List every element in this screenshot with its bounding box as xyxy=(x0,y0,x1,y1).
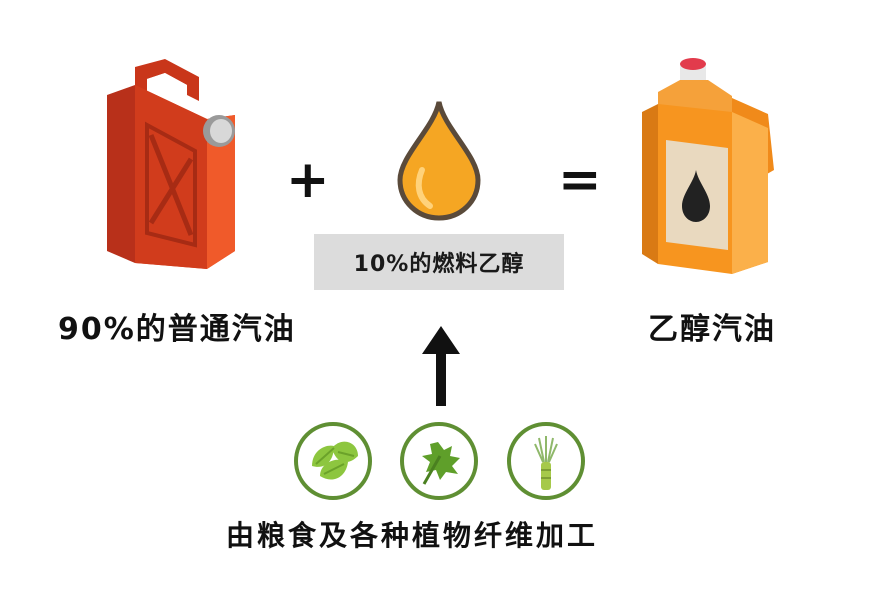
ethanol-gasoline-bottle-icon xyxy=(642,58,774,274)
gasoline-label: 90%的普通汽油 xyxy=(58,312,296,347)
grass-stalk-circle xyxy=(507,422,585,500)
equals-sign: = xyxy=(558,150,602,210)
parsley-leaf-icon xyxy=(422,442,460,485)
source-label: 由粮食及各种植物纤维加工 xyxy=(226,519,599,552)
result-label: 乙醇汽油 xyxy=(648,312,776,347)
plus-sign: + xyxy=(286,150,330,210)
parsley-leaf-circle xyxy=(400,422,478,500)
mint-leaf-circle xyxy=(294,422,372,500)
up-arrow-icon xyxy=(422,326,460,406)
mint-leaf-icon xyxy=(312,441,358,480)
ethanol-label: 10%的燃料乙醇 xyxy=(314,234,564,290)
grass-stalk-icon xyxy=(534,436,558,490)
gasoline-jerry-can-icon xyxy=(107,59,235,269)
ethanol-drop-icon xyxy=(397,101,481,221)
